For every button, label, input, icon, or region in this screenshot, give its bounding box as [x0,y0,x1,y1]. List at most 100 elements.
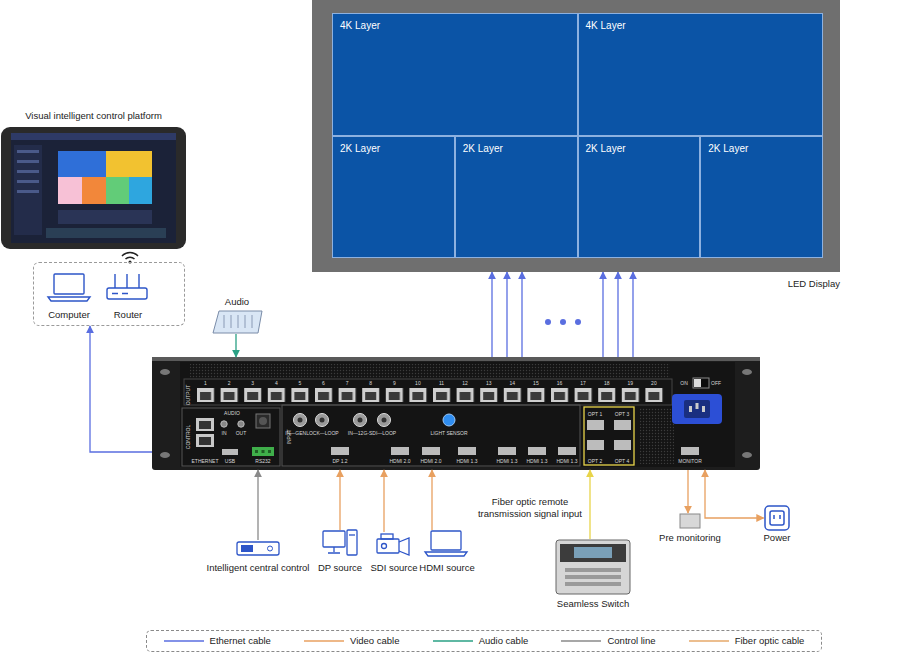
legend-box: Ethernet cableVideo cableAudio cableCont… [146,630,822,652]
switcher-icon [565,568,621,572]
processor-chassis [199,421,211,429]
computer-icon [48,297,90,301]
panel-label: HDMI 1.3 [456,459,477,464]
panel-label: 5 [299,381,302,386]
audio-mixer-icon [224,315,252,328]
pc-icon [323,530,357,555]
processor-chassis [152,357,760,361]
processor-chassis [160,369,170,375]
processor-chassis [255,450,258,453]
led-dots [560,319,566,325]
layer-window: 4K Layer [332,13,578,136]
panel-label: OFF [711,381,721,386]
processor-chassis [221,421,227,427]
legend-line [689,638,729,644]
camera-icon [382,544,387,549]
panel-label: AUDIO [224,411,240,416]
led-dots [575,319,581,325]
panel-label: IN [222,431,227,436]
node-label: 2K Layer [708,143,748,155]
processor-chassis [262,450,265,453]
panel-label: HDMI 2.0 [389,459,410,464]
processor-chassis [256,414,270,428]
cable-connector [491,272,492,357]
cable-connector [90,326,152,452]
legend-line [561,638,601,644]
processor-chassis [316,414,329,427]
panel-label: 2 [228,381,231,386]
pc-icon [328,547,340,553]
led-display: 4K Layer4K Layer2K Layer2K Layer2K Layer… [312,0,840,272]
panel-label: 3 [251,381,254,386]
tablet-illustration [1,127,186,249]
pc-icon [323,531,345,547]
processor-chassis [259,417,267,425]
processor-chassis [152,357,760,470]
processor-chassis [382,418,387,423]
node-label: Seamless Switch [557,598,629,610]
tablet-illustration [129,177,152,204]
processor-chassis [190,364,670,378]
tablet-panel: Visual intelligent control platform [0,110,187,250]
panel-label: OPT 2 [588,459,602,464]
wifi-symbol [129,261,132,264]
cable-connector [431,470,432,530]
legend-line [433,638,473,644]
processor-chassis [498,447,516,455]
audio-mixer-icon [213,311,262,333]
cable-connector [257,470,258,540]
switcher-icon [556,540,630,594]
panel-label: 7 [346,381,349,386]
legend-item: Control line [561,635,655,647]
panel-label: IN—12G-SDI—LOOP [348,431,396,436]
laptop-icon [425,531,467,556]
node-label: Pre monitoring [659,532,721,544]
processor-chassis [180,362,735,467]
processor-chassis [694,379,701,387]
node-label: Visual intelligent control platform [0,110,187,122]
processor-chassis [558,447,576,455]
node-label: SDI source [371,562,418,574]
panel-label: USB [225,459,235,464]
tablet-illustration [1,127,186,249]
panel-label: 8 [369,381,372,386]
tablet-illustration [17,160,39,163]
legend-item: Audio cable [433,635,529,647]
cable-connector [589,470,590,539]
audio-mixer: Audio [225,296,249,334]
led-dots [545,319,581,325]
panel-label: 4 [275,381,278,386]
tablet-illustration [11,133,176,243]
processor-chassis [182,408,280,466]
cable-connector [705,470,764,518]
panel-label: 17 [580,381,586,386]
processor-chassis [222,449,238,455]
panel-label: OPT 1 [588,412,602,417]
pc-icon [349,534,355,535]
panel-label: 10 [415,381,421,386]
panel-label: HDMI 2.0 [420,459,441,464]
central-control-icon [237,542,279,555]
legend-line [164,638,204,644]
processor-chassis [672,394,722,424]
cable-connector [506,272,507,357]
layer-window: 2K Layer [578,136,701,259]
hdmi-source: HDMI source [419,530,474,574]
central-control-icon [237,542,279,555]
pc-icon [347,530,357,555]
processor-chassis [614,440,631,450]
processor-chassis [358,418,363,423]
processor-chassis [528,447,546,455]
tablet-illustration [46,228,166,238]
camera-icon [377,534,409,555]
camera-icon [399,538,409,555]
cable-connector [521,272,522,357]
processor-chassis [689,406,692,412]
processor-chassis [298,418,303,423]
computer-icon [48,274,90,301]
processor-chassis [152,357,760,470]
legend-item: Ethernet cable [164,635,271,647]
layer-window: 4K Layer [578,13,824,136]
computer-icon [54,274,84,294]
